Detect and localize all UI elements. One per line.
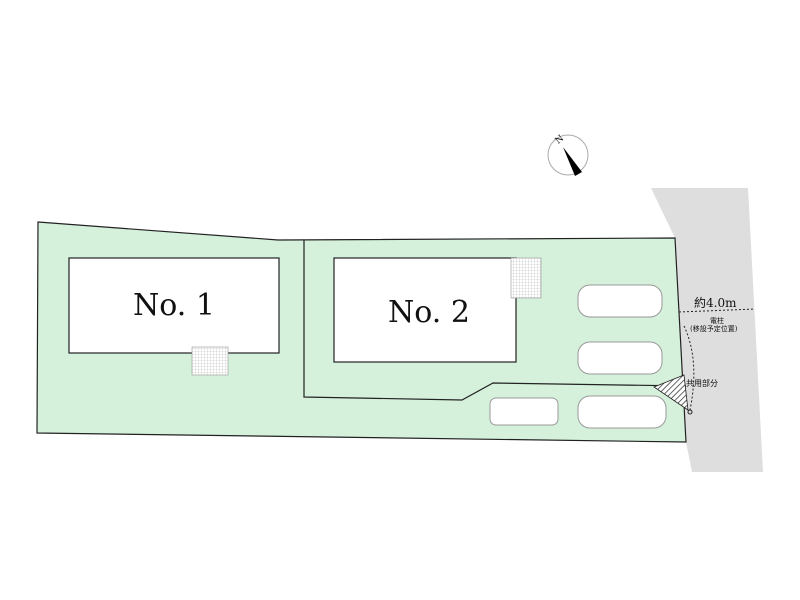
road-width-dimension: [678, 308, 756, 313]
pole-label: 電柱: [710, 317, 724, 325]
compass-icon: [547, 134, 589, 176]
pole-note: (移設予定位置): [690, 325, 738, 333]
car: [577, 284, 663, 318]
house-no2: [333, 257, 517, 363]
house-no1: [68, 257, 280, 354]
lot-2-boundary: [303, 240, 687, 401]
house-label-no1: No. 1: [133, 288, 215, 323]
porch-no2: [510, 257, 542, 299]
parked-cars: [489, 284, 667, 429]
house-label-no2: No. 2: [388, 295, 470, 330]
car: [577, 395, 667, 429]
car: [489, 397, 559, 426]
road-width-label: 約4.0m: [694, 296, 737, 310]
shared-area: [653, 374, 689, 411]
porch-no1: [191, 346, 229, 376]
road: [651, 188, 763, 472]
car: [577, 341, 663, 375]
shared-area-label: 共用部分: [686, 379, 718, 388]
pole-icon: [687, 409, 693, 415]
